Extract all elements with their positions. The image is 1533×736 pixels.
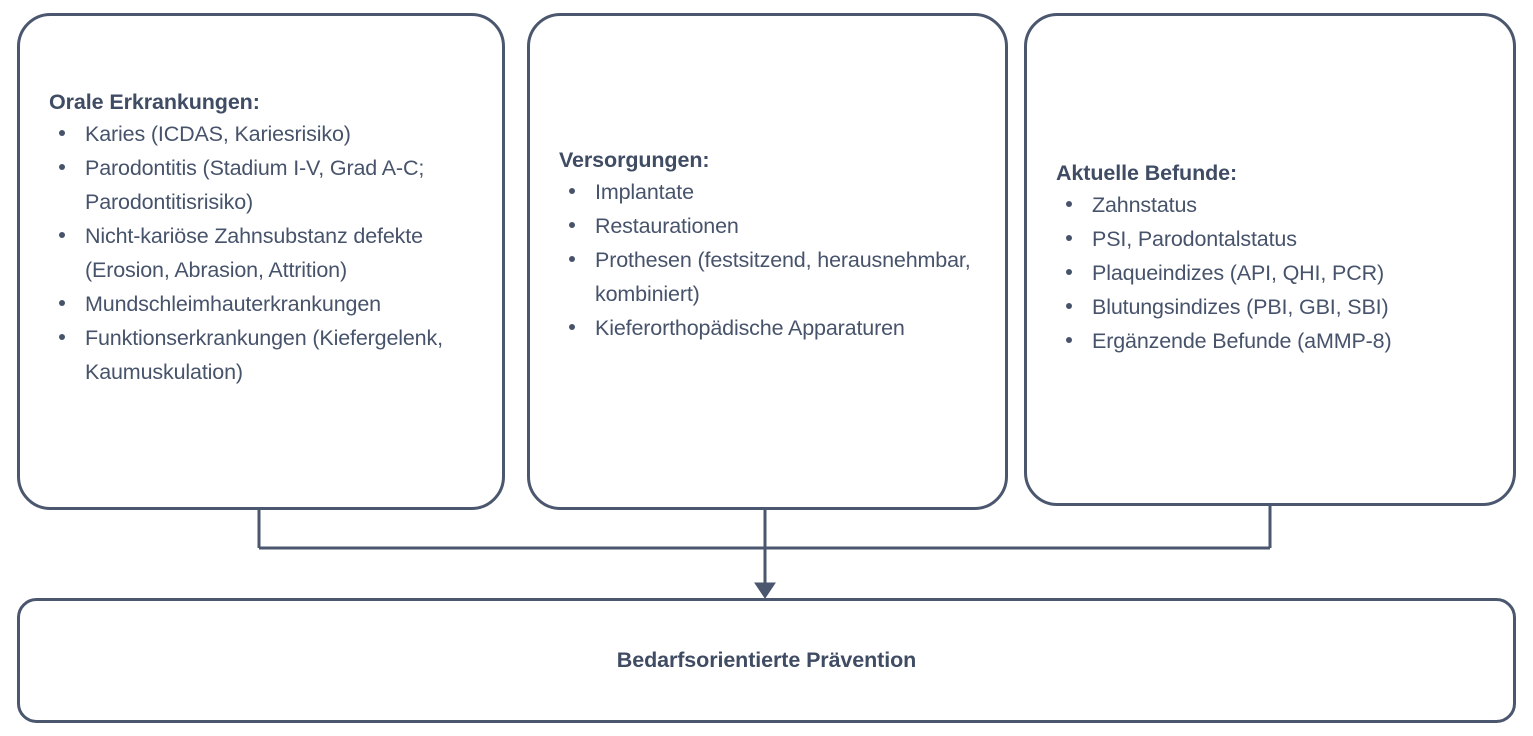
list-item-label: Zahnstatus xyxy=(1092,193,1197,217)
list-item: Restaurationen xyxy=(559,209,989,243)
list-item: Prothesen (festsitzend, herausnehmbar, k… xyxy=(559,243,989,311)
box-aktuelle-befunde-outline xyxy=(1024,13,1516,506)
list-item-label: Karies (ICDAS, Kariesrisiko) xyxy=(85,122,351,146)
bullet-icon xyxy=(569,256,575,262)
list-item: Karies (ICDAS, Kariesrisiko) xyxy=(49,117,485,151)
box-orale-erkrankungen-outline xyxy=(17,13,505,510)
list-item-label: Parodontitis (Stadium I-V, Grad A-C; Par… xyxy=(85,156,425,214)
box-versorgungen-list: Implantate Restaurationen Prothesen (fes… xyxy=(559,175,989,345)
list-item: Blutungsindizes (PBI, GBI, SBI) xyxy=(1056,290,1500,324)
box-aktuelle-befunde[interactable]: Aktuelle Befunde: Zahnstatus PSI, Parodo… xyxy=(1024,13,1516,506)
list-item: Ergänzende Befunde (aMMP-8) xyxy=(1056,324,1500,358)
list-item-label: Plaqueindizes (API, QHI, PCR) xyxy=(1092,261,1384,285)
bullet-icon xyxy=(1066,269,1072,275)
result-box-label: Bedarfsorientierte Prävention xyxy=(616,648,917,672)
box-aktuelle-befunde-heading: Aktuelle Befunde: xyxy=(1056,161,1238,185)
list-item-label: PSI, Parodontalstatus xyxy=(1092,227,1297,251)
bullet-icon xyxy=(59,300,65,306)
bullet-icon xyxy=(59,334,65,340)
list-item-label: Blutungsindizes (PBI, GBI, SBI) xyxy=(1092,295,1389,319)
bullet-icon xyxy=(59,164,65,170)
list-item-label: Ergänzende Befunde (aMMP-8) xyxy=(1092,329,1392,353)
list-item-label: Restaurationen xyxy=(595,214,739,238)
box-orale-erkrankungen-heading: Orale Erkrankungen: xyxy=(49,90,260,114)
list-item-label: Kieferorthopädische Apparaturen xyxy=(595,316,905,340)
list-item: Mundschleimhauterkrankungen xyxy=(49,287,485,321)
list-item: Nicht-kariöse Zahnsubstanz defekte (Eros… xyxy=(49,219,485,287)
bullet-icon xyxy=(1066,303,1072,309)
box-orale-erkrankungen[interactable]: Orale Erkrankungen: Karies (ICDAS, Karie… xyxy=(17,13,505,510)
bullet-icon xyxy=(59,130,65,136)
bullet-icon xyxy=(569,222,575,228)
box-bedarfsorientierte-praevention[interactable]: Bedarfsorientierte Prävention xyxy=(17,598,1516,723)
list-item: Plaqueindizes (API, QHI, PCR) xyxy=(1056,256,1500,290)
list-item-label: Mundschleimhauterkrankungen xyxy=(85,292,381,316)
list-item: Implantate xyxy=(559,175,989,209)
bullet-icon xyxy=(59,232,65,238)
box-aktuelle-befunde-list: Zahnstatus PSI, Parodontalstatus Plaquei… xyxy=(1056,188,1500,358)
list-item: Zahnstatus xyxy=(1056,188,1500,222)
list-item: Parodontitis (Stadium I-V, Grad A-C; Par… xyxy=(49,151,485,219)
box-orale-erkrankungen-list: Karies (ICDAS, Kariesrisiko) Parodontiti… xyxy=(49,117,485,389)
bullet-icon xyxy=(1066,201,1072,207)
list-item: Kieferorthopädische Apparaturen xyxy=(559,311,989,345)
bullet-icon xyxy=(569,324,575,330)
arrow-down-icon xyxy=(754,582,776,599)
bullet-icon xyxy=(1066,235,1072,241)
box-versorgungen-outline xyxy=(527,13,1008,510)
box-bedarfsorientierte-praevention-outline xyxy=(17,598,1516,723)
box-versorgungen-heading: Versorgungen: xyxy=(559,148,710,172)
bullet-icon xyxy=(569,188,575,194)
box-versorgungen[interactable]: Versorgungen: Implantate Restaurationen … xyxy=(527,13,1008,510)
list-item: PSI, Parodontalstatus xyxy=(1056,222,1500,256)
bullet-icon xyxy=(1066,337,1072,343)
list-item-label: Funktionserkrankungen (Kiefergelenk, Kau… xyxy=(85,326,443,384)
list-item-label: Implantate xyxy=(595,180,694,204)
list-item: Funktionserkrankungen (Kiefergelenk, Kau… xyxy=(49,321,485,389)
list-item-label: Nicht-kariöse Zahnsubstanz defekte (Eros… xyxy=(85,224,423,282)
list-item-label: Prothesen (festsitzend, herausnehmbar, k… xyxy=(595,248,971,306)
